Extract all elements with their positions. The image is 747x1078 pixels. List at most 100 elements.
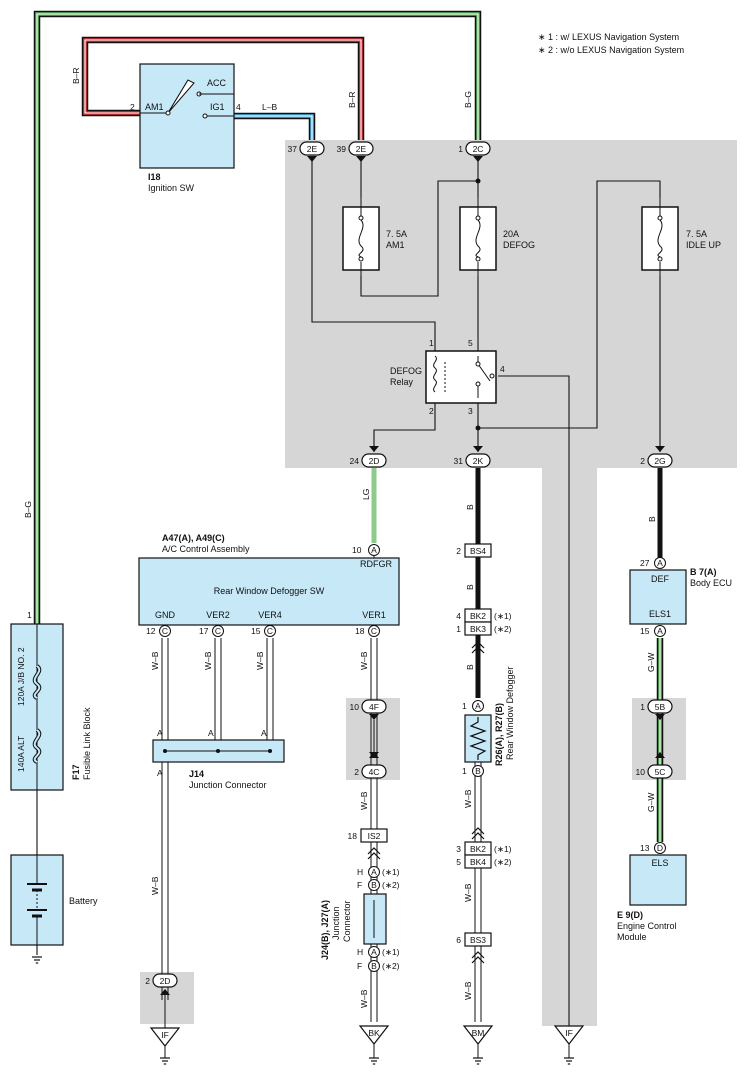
pin-letter: F (357, 961, 362, 971)
connector-pin: 2 (640, 456, 645, 466)
pin-letter: H (357, 947, 363, 957)
pin-number: 15 (251, 626, 261, 636)
connector-code: 2D (369, 456, 380, 466)
wire-w-b-group (161, 638, 482, 1022)
j14-name: Junction Connector (189, 780, 267, 790)
connector-2g-pin2: 2G 2 (640, 446, 673, 468)
pin-number: 13 (640, 843, 650, 853)
j24-row-1: A H (∗1) (357, 866, 400, 878)
body-ecu-name: Body ECU (690, 578, 732, 588)
ground-icon (159, 1057, 171, 1065)
ground-icon (472, 1057, 484, 1065)
fusible-link-name: Fusible Link Block (82, 707, 92, 780)
pin-letter: H (357, 867, 363, 877)
defog-relay: 1 5 4 2 3 DEFOG Relay (390, 338, 505, 416)
defogger-ref: R26(A), R27(B) (494, 703, 504, 766)
connector-pin: 2 (145, 976, 150, 986)
ground-label: IF (565, 1028, 573, 1038)
ac-control-assembly: A47(A), A49(C) A/C Control Assembly Rear… (138, 533, 400, 637)
connector-bs4: BS4 2 (456, 543, 492, 558)
ground-icon (368, 1057, 380, 1065)
connector-pin: 10 (350, 702, 360, 712)
connector-code: 2K (473, 456, 484, 466)
wire-label-w-b-gnd-1: W–B (150, 651, 160, 670)
connector-code: 4F (369, 702, 379, 712)
wire-label-w-b-ver1-2: W–B (359, 791, 369, 810)
def-terminal: DEF (651, 574, 670, 584)
connector-pin: 2 (354, 767, 359, 777)
els-pin-connector: D 13 (640, 842, 666, 854)
connector-bk2-bottom: BK2 3 (∗1) (456, 841, 512, 856)
connector-letter: A (371, 947, 377, 957)
connector-pin: 24 (350, 456, 360, 466)
connector-letter: A (657, 626, 663, 636)
connector-pin: 1 (458, 144, 463, 154)
fusible-link-pin: 1 (27, 610, 32, 620)
rdfgr-pin: 10 (352, 545, 362, 555)
fusible-link-ref: F17 (71, 764, 81, 780)
ecm-ref: E 9(D) (617, 910, 643, 920)
relay-pin-5: 5 (468, 338, 473, 348)
am1-pin-number: 2 (130, 102, 135, 112)
defogger-bottom-connector: B 1 (462, 765, 484, 777)
connector-pin: 1 (456, 624, 461, 634)
wire-label-w-b-ver2: W–B (203, 651, 213, 670)
wire-label-g-w-1: G–W (646, 653, 656, 672)
gnd-terminal: GND (155, 610, 176, 620)
j24-name-2: Connector (342, 900, 352, 942)
relay-pin-2: 2 (429, 406, 434, 416)
defogger-top-connector: A 1 (462, 700, 484, 712)
variant-note: (∗1) (494, 844, 512, 854)
fusible-link-block: 1 120A J/B NO. 2 140A ALT F17 Fusible Li… (10, 610, 92, 791)
els1-terminal: ELS1 (649, 609, 671, 619)
ignition-switch: 2 4 AM1 ACC IG1 I18 Ignition SW (130, 63, 241, 193)
wire-label-b-g-top: B–G (463, 91, 473, 108)
connector-4f: 4F 10 (350, 699, 387, 720)
wire-label-b-4: B (647, 516, 657, 522)
pin-number: 18 (355, 626, 365, 636)
j24-ref: J24(B), J27(A) (320, 900, 330, 960)
note-2: ∗ 2 : w/o LEXUS Navigation System (538, 45, 684, 55)
wire-label-l-b: L–B (262, 102, 277, 112)
pin-number: 27 (640, 558, 650, 568)
rear-window-defogger: A 1 B 1 R26(A), R27(B) Rear Window Defog… (462, 666, 515, 777)
relay-name-1: DEFOG (390, 366, 422, 376)
j14-pin-ver2: A (208, 728, 214, 738)
connector-letter: C (215, 626, 221, 636)
rdfgr-connector-icon (368, 544, 380, 556)
ig1-terminal-label: IG1 (210, 102, 225, 112)
connector-letter: A (475, 701, 481, 711)
connector-letter: C (371, 626, 377, 636)
ver4-pin-connector: C 15 (251, 625, 276, 637)
els1-pin-connector: A 15 (640, 625, 666, 637)
connector-2e-pin37: 2E 37 (288, 141, 325, 162)
connector-2k-pin31: 2K 31 (454, 446, 491, 468)
ground-points: IF BK BM IF (149, 1025, 585, 1065)
variant-note: (∗2) (494, 857, 512, 867)
connector-code: 5B (655, 702, 666, 712)
connector-bk3: BK3 1 (∗2) (456, 621, 512, 636)
battery: Battery (10, 854, 98, 964)
rdfgr-terminal: RDFGR (360, 559, 392, 569)
connector-2d-bottom: 2D 2 (145, 973, 178, 1028)
ver1-pin-connector: C 18 (355, 625, 380, 637)
ver4-terminal: VER4 (258, 610, 282, 620)
connector-pin: 39 (337, 144, 347, 154)
bottom-jb-connectors: 2D 24 2K 31 2G 2 (350, 446, 673, 468)
ground-bm: BM (462, 1025, 494, 1065)
connector-5b: 5B 1 (640, 699, 673, 720)
connector-letter: C (267, 626, 273, 636)
rear-window-defogger-sw-label: Rear Window Defogger SW (214, 586, 325, 596)
variant-note: (∗2) (494, 624, 512, 634)
ground-label: BK (368, 1028, 380, 1038)
connector-code: BS4 (470, 546, 486, 556)
ground-bk: BK (358, 1025, 390, 1065)
j24-row-3: A H (∗1) (357, 946, 400, 958)
body-ecu: A 27 DEF ELS1 A 15 B 7(A) Body ECU (629, 557, 732, 637)
connector-code: 5C (655, 767, 666, 777)
wire-b-g (33, 10, 482, 625)
connector-bk4: BK4 5 (∗2) (456, 854, 512, 869)
relay-name-2: Relay (390, 377, 414, 387)
ground-label: IF (161, 1030, 169, 1040)
variant-note: (∗2) (382, 880, 400, 890)
